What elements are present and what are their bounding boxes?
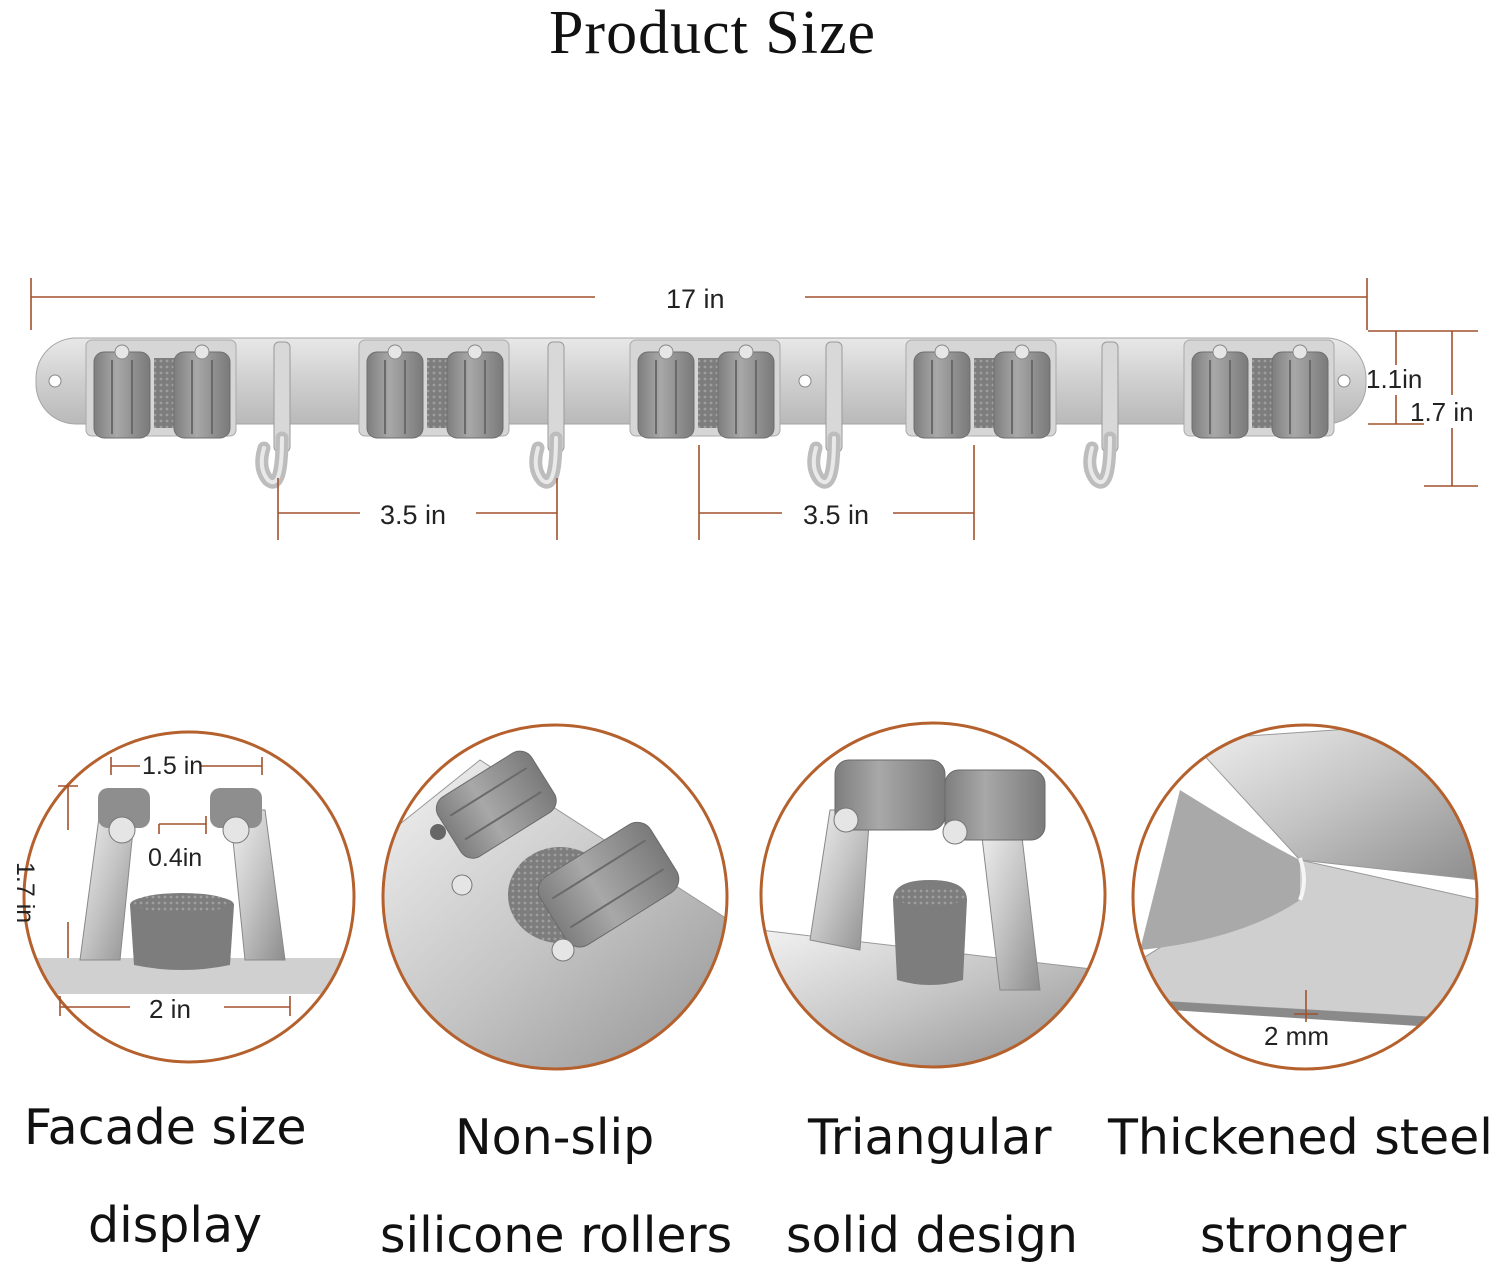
caption-rollers-line1: Non-slip [455, 1109, 655, 1166]
total-height-label: 1.7 in [1410, 397, 1474, 427]
spacing-right-label: 3.5 in [803, 500, 870, 530]
steel-thickness-label: 2 mm [1264, 1021, 1329, 1051]
caption-triangular-line2: solid design [786, 1207, 1078, 1264]
facade-width-bottom-label: 2 in [149, 994, 191, 1024]
caption-facade-line2: display [88, 1197, 262, 1254]
triangular-design-photo [761, 723, 1105, 1067]
facade-width-top-label: 1.5 in [142, 752, 204, 780]
length-label: 17 in [662, 284, 729, 314]
caption-rollers-line2: silicone rollers [380, 1207, 733, 1264]
caption-steel-line1: Thickened steel [1108, 1109, 1493, 1166]
caption-facade-line1: Facade size [24, 1099, 307, 1156]
rack-illustration [30, 278, 1478, 540]
rail-height-label: 1.1in [1366, 364, 1423, 394]
silicone-rollers-photo [383, 725, 727, 1069]
caption-steel-line2: stronger [1200, 1207, 1407, 1264]
facade-gap-label: 0.4in [148, 844, 203, 872]
facade-height-label: 1.7 in [11, 862, 39, 924]
page-title: Product Size [548, 0, 877, 67]
spacing-left-label: 3.5 in [380, 500, 447, 530]
caption-triangular-line1: Triangular [808, 1109, 1052, 1166]
